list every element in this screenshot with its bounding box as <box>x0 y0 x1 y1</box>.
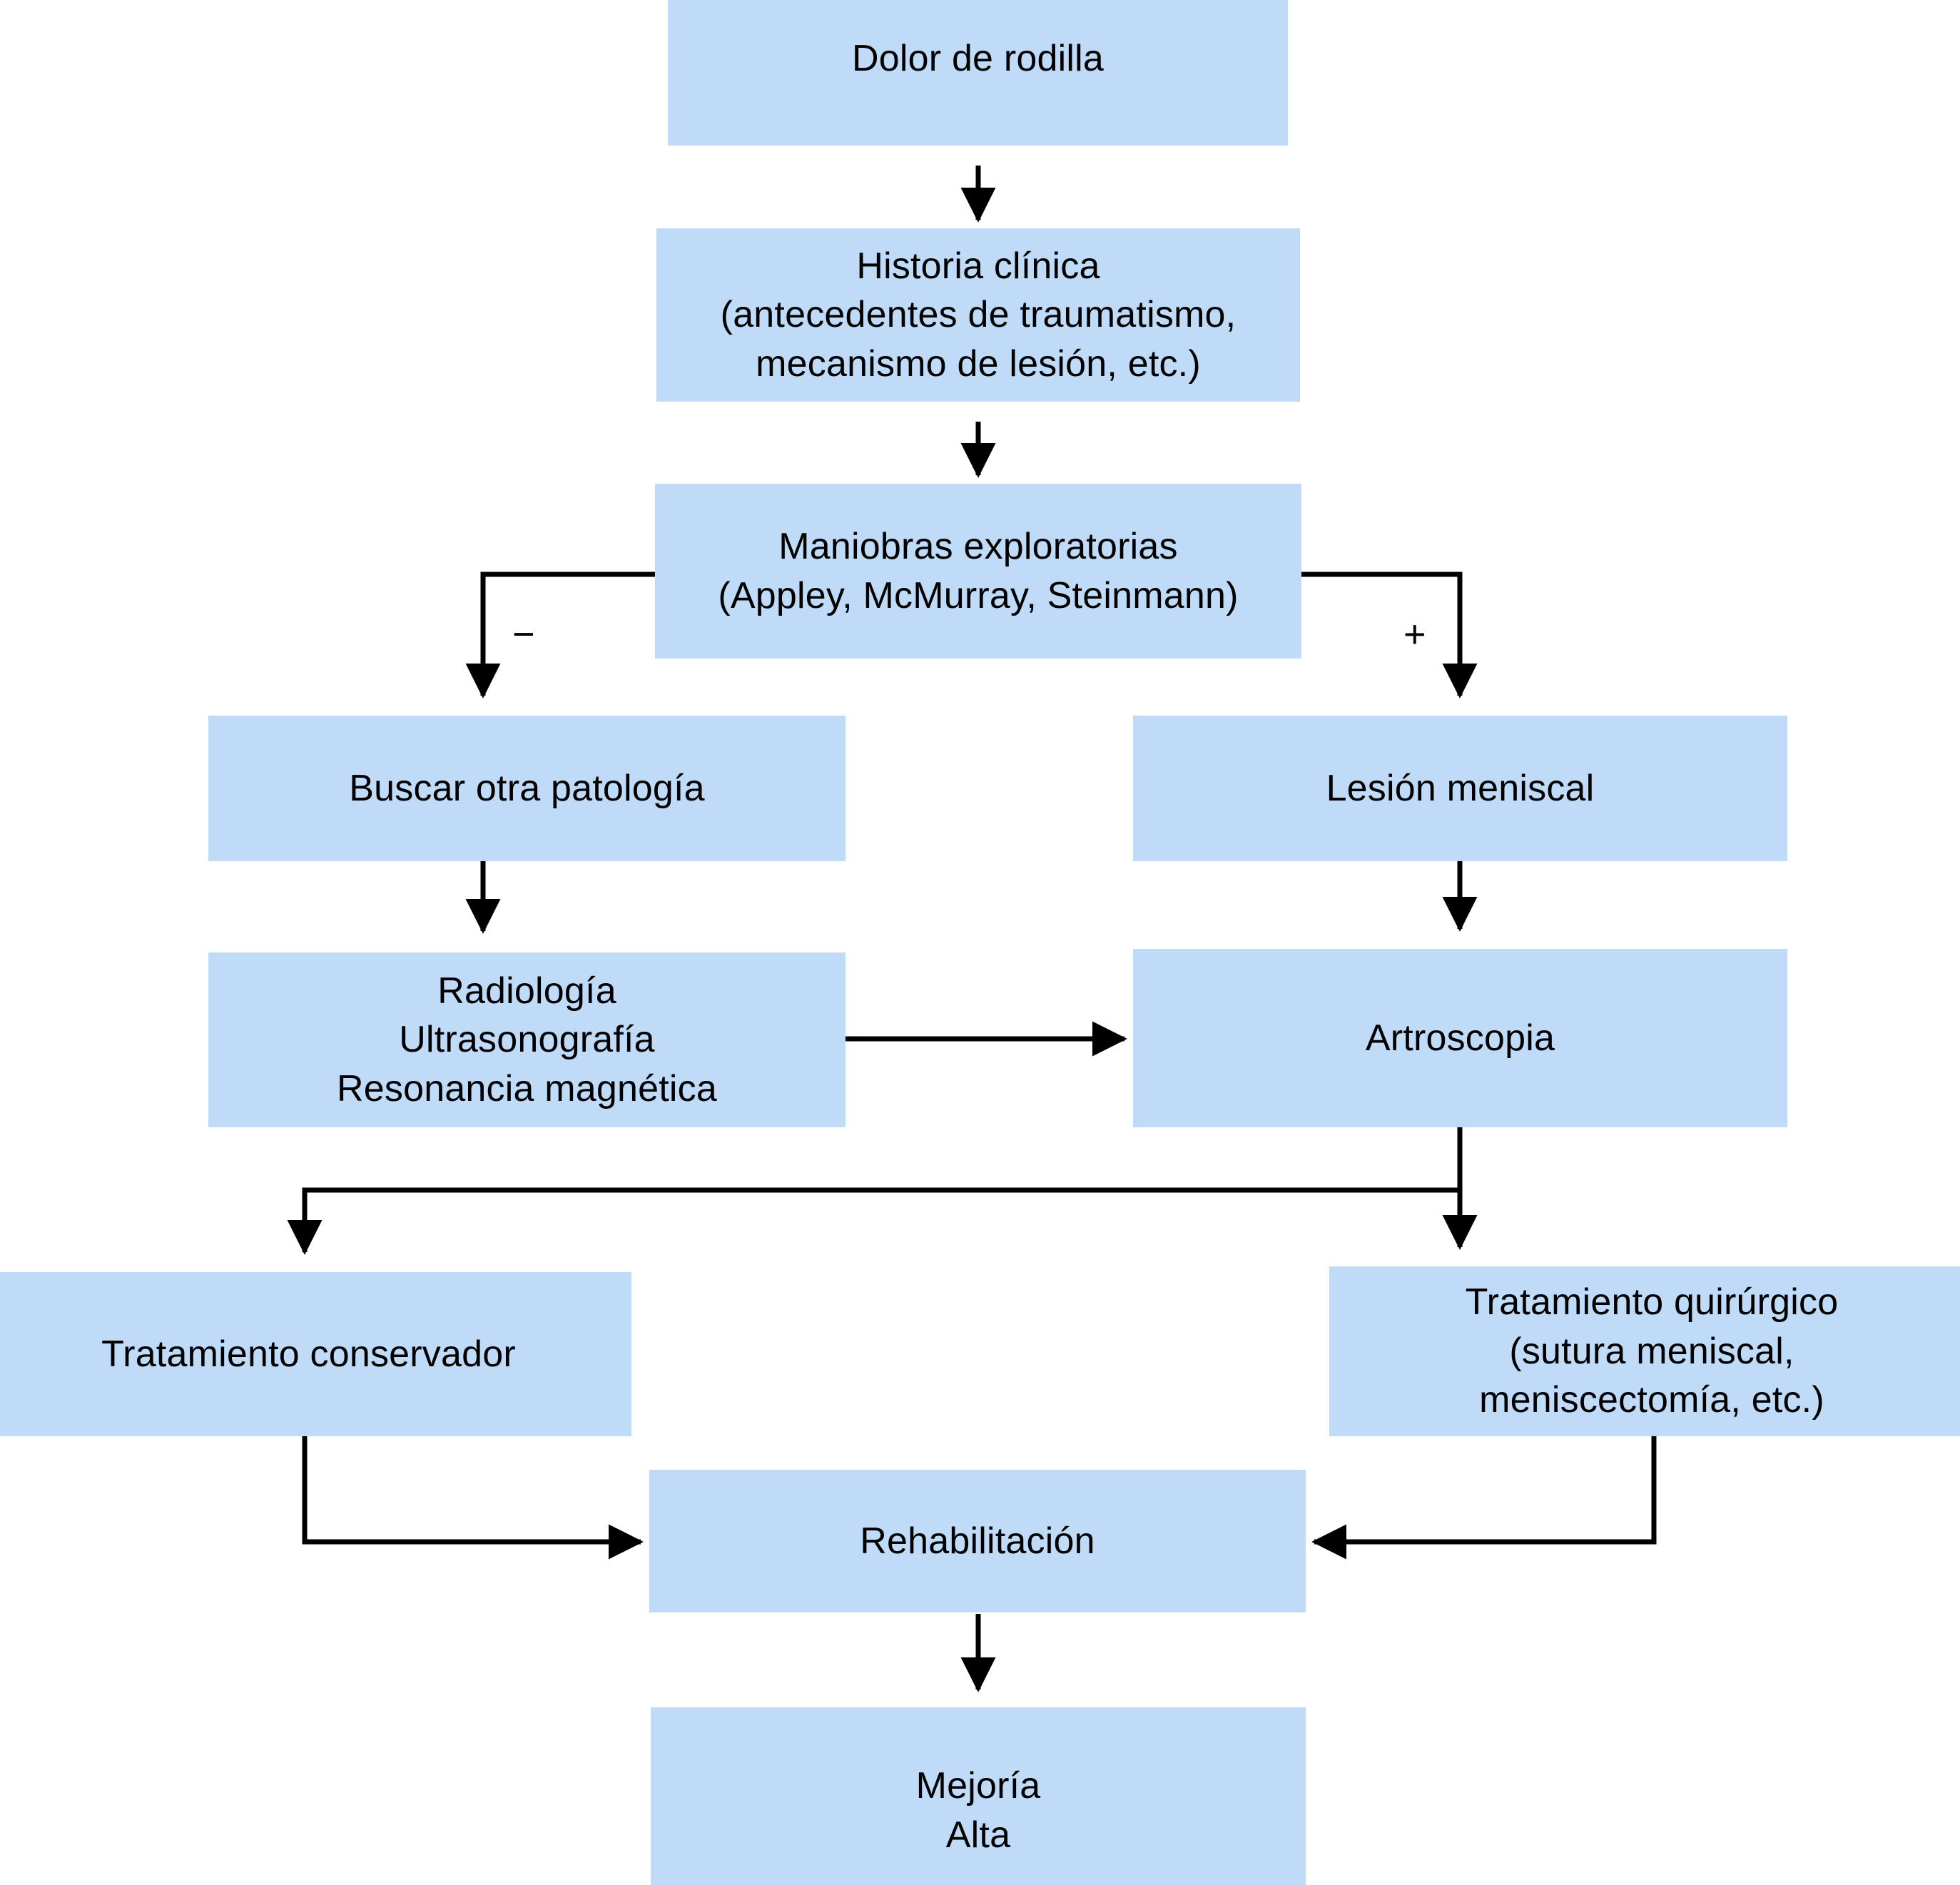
node-mejoria-alta[interactable]: Mejoría Alta <box>651 1707 1306 1885</box>
edge-conservador-to-rehabilitacion <box>302 1436 644 1560</box>
node-label: Tratamiento quirúrgico (sutura meniscal,… <box>1465 1281 1839 1421</box>
node-buscar-otra-patologia[interactable]: Buscar otra patología <box>208 716 846 861</box>
node-artroscopia[interactable]: Artroscopia <box>1133 949 1787 1127</box>
edge-maniobras-to-lesion <box>1301 571 1478 698</box>
edge-label-positive: + <box>1403 613 1426 656</box>
node-imagen-diagnostica[interactable]: Radiología Ultrasonografía Resonancia ma… <box>208 952 846 1127</box>
edge-artroscopia-to-conservador <box>287 1127 1463 1255</box>
node-label: Radiología Ultrasonografía Resonancia ma… <box>337 970 717 1109</box>
node-dolor-de-rodilla[interactable]: Dolor de rodilla <box>668 0 1288 146</box>
node-tratamiento-conservador[interactable]: Tratamiento conservador <box>0 1272 631 1436</box>
edge-label-negative: − <box>512 613 535 656</box>
node-historia-clinica[interactable]: Historia clínica (antecedentes de trauma… <box>656 228 1300 402</box>
edge-quirurgico-to-rehabilitacion <box>1311 1436 1657 1560</box>
node-label: Maniobras exploratorias (Appley, McMurra… <box>718 525 1239 616</box>
node-lesion-meniscal[interactable]: Lesión meniscal <box>1133 716 1787 861</box>
node-label: Mejoría Alta <box>915 1765 1041 1856</box>
edge-maniobras-to-buscar <box>465 571 655 698</box>
node-label: Tratamiento conservador <box>101 1333 516 1375</box>
node-tratamiento-quirurgico[interactable]: Tratamiento quirúrgico (sutura meniscal,… <box>1329 1266 1960 1436</box>
node-rehabilitacion[interactable]: Rehabilitación <box>649 1470 1306 1612</box>
node-label: Lesión meniscal <box>1326 767 1595 809</box>
node-maniobras-exploratorias[interactable]: Maniobras exploratorias (Appley, McMurra… <box>655 484 1301 659</box>
node-label: Dolor de rodilla <box>852 37 1104 79</box>
node-label: Historia clínica (antecedentes de trauma… <box>720 245 1237 385</box>
node-label: Buscar otra patología <box>349 767 705 809</box>
node-label: Rehabilitación <box>860 1520 1095 1562</box>
node-label: Artroscopia <box>1365 1017 1555 1059</box>
